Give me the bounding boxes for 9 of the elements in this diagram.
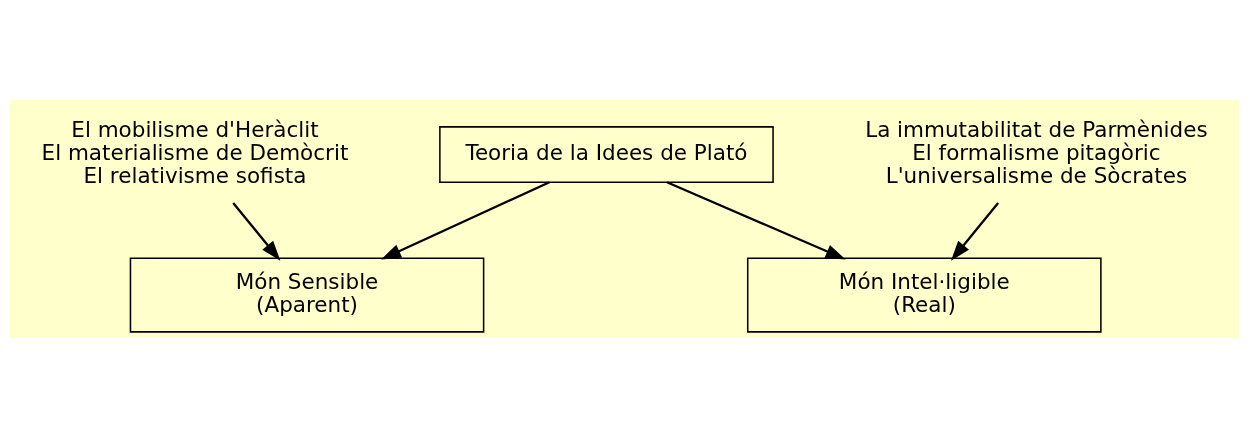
node-box: Món Sensible (Aparent) [129,256,485,333]
arrow [666,180,846,259]
node-box: Teoria de la Idees de Plató [439,125,774,183]
node-text: La immutabilitat de Parmènides El formalisme pitagòric L'universalisme de Sòcrates [865,116,1208,188]
arrow [381,180,550,259]
node-text: El mobilisme d'Heràclit El materialisme de Demòcrit El relativisme sofista [41,116,349,188]
arrow [232,201,281,261]
arrow [951,201,1000,261]
node-box: Món Intel·ligible (Real) [746,256,1102,333]
